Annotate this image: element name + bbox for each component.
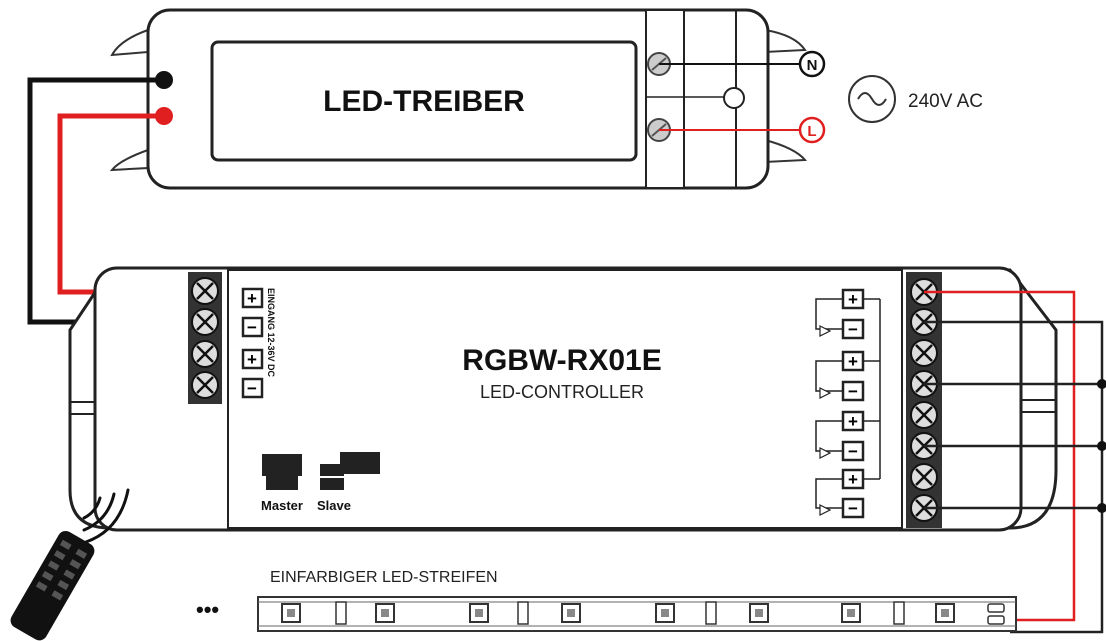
driver-mount-tab-right-bottom	[764, 138, 808, 164]
controller-subtitle: LED-CONTROLLER	[480, 382, 644, 402]
slave-label: Slave	[317, 498, 351, 513]
input-minus-1: −	[247, 318, 257, 337]
output-minus-4: −	[848, 499, 858, 518]
wire-output-positive	[924, 290, 1076, 622]
input-voltage-label: EINGANG 12-36V DC	[266, 288, 276, 378]
master-jumper-icon	[262, 454, 302, 490]
output-minus-1: −	[848, 320, 858, 339]
led-driver: LED-TREIBER	[109, 8, 808, 190]
driver-title: LED-TREIBER	[323, 85, 525, 118]
neutral-symbol-icon	[798, 50, 826, 78]
driver-mount-tab-left	[110, 28, 149, 57]
slave-jumper-icon	[320, 452, 380, 490]
master-label: Master	[261, 498, 303, 513]
input-plus-1: +	[247, 289, 257, 308]
output-wiring	[924, 290, 1106, 634]
driver-mount-tab-right	[764, 28, 807, 54]
mains-voltage-label: 240V AC	[908, 91, 983, 112]
wire-output-negative	[924, 320, 1104, 634]
input-plus-2: +	[247, 350, 257, 369]
output-plus-2: +	[848, 352, 858, 371]
neutral-symbol-label: N	[807, 57, 818, 74]
driver-earth-point	[723, 87, 745, 109]
led-strip-label: EINFARBIGER LED-STREIFEN	[270, 569, 498, 586]
output-plus-1: +	[848, 290, 858, 309]
line-symbol-icon	[798, 116, 826, 144]
led-controller: + − + − EINGANG 12-36V DC RGBW-RX01E LED…	[68, 266, 1058, 532]
driver-mount-tab-left-bottom	[109, 148, 149, 172]
input-polarity-markers: + − + −	[241, 287, 264, 399]
output-minus-2: −	[848, 382, 858, 401]
output-channel-markers: + − + − + −	[815, 288, 881, 519]
strip-continuation-ellipsis: •••	[196, 597, 219, 622]
driver-terminal-block	[645, 9, 685, 189]
mains-connection: N L 240V AC	[659, 50, 983, 144]
controller-model: RGBW-RX01E	[462, 344, 661, 377]
output-minus-3: −	[848, 442, 858, 461]
led-strip: EINFARBIGER LED-STREIFEN •••	[196, 569, 1017, 632]
input-minus-2: −	[247, 379, 257, 398]
remote-control-icon	[10, 530, 95, 641]
driver-label-panel	[210, 40, 638, 162]
line-symbol-label: L	[807, 123, 816, 140]
wireless-signal-icon	[82, 488, 130, 544]
output-plus-4: +	[848, 470, 858, 489]
output-plus-3: +	[848, 412, 858, 431]
